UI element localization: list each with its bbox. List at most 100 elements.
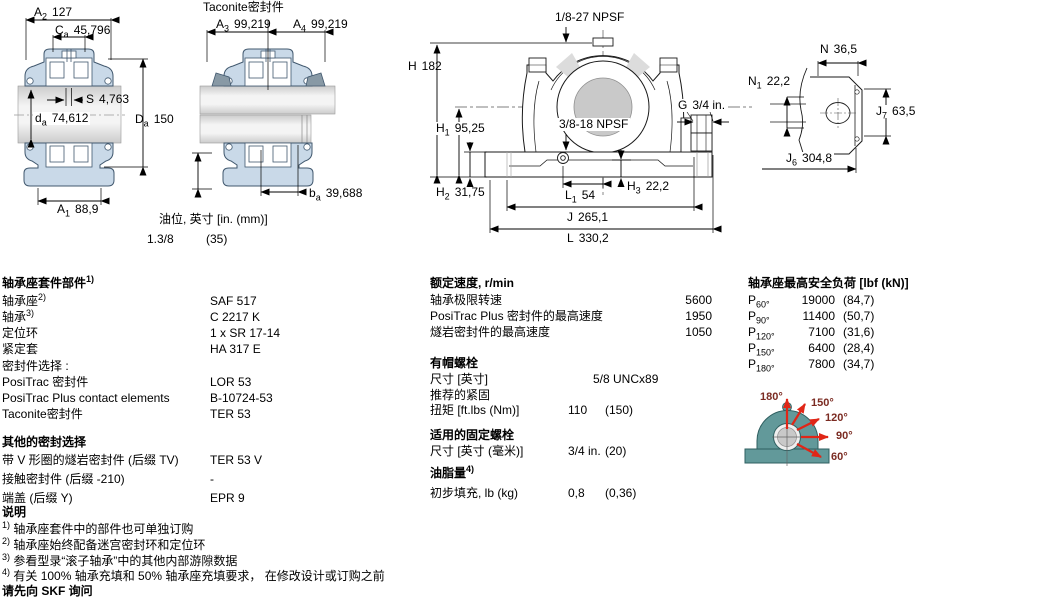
load-row-value: 6400 [808,341,835,355]
note-item: 2) 轴承座始终配备迷宫密封环和定位环 [2,536,206,552]
load-row-kn: (84,7) [843,293,875,307]
table-row-label: 初步填充, lb (kg) [430,486,519,500]
load-row-kn: (50,7) [843,309,875,323]
table-row-label: 轴承3) [2,308,35,324]
table-row-value: B-10724-53 [210,391,273,405]
angle-label-120: 120° [825,412,848,424]
table-row-label: PosiTrac 密封件 [2,375,89,389]
table-row-value: EPR 9 [210,491,245,505]
table-row-label: 轴承座2) [2,292,47,308]
load-row-label: P60° [748,293,770,310]
other-seals-header: 其他的密封选择 [2,435,87,449]
attach-bolts-header: 适用的固定螺栓 [430,428,515,442]
note-item: 3) 参看型录“滚子轴承”中的其他内部游隙数据 [2,552,238,568]
load-row-kn: (34,7) [843,357,875,371]
load-row-value: 7800 [808,357,835,371]
table-row-label: 紧定套 [2,342,39,356]
table-row-value: TER 53 [210,407,251,421]
load-row-kn: (28,4) [843,341,875,355]
table-row-label: Taconite密封件 [2,407,83,421]
table-row-value: (150) [605,403,634,417]
table-row-value: 1950 [685,309,712,323]
angle-label-60: 60° [831,451,848,463]
drawing-taconite-section-view [192,20,336,198]
load-row-label: P180° [748,357,775,374]
taconite-seal-title: Taconite密封件 [203,0,284,14]
npsf-top-label: 1/8-27 NPSF [555,10,625,24]
table-row-value: TER 53 V [210,453,263,467]
load-row-kn: (31,6) [843,325,875,339]
npsf-mid-label: 3/8-18 NPSF [557,117,631,131]
cap-bolts-header: 有帽螺栓 [430,356,479,370]
notes-header: 说明 [2,505,27,519]
table-row-value: HA 317 E [210,342,261,356]
table-row-label: 接触密封件 (后缀 -210) [2,472,125,486]
table-row-label: 带 V 形圈的燧岩密封件 (后缀 TV) [2,453,179,467]
table-row-value: SAF 517 [210,294,257,308]
angle-label-180: 180° [760,391,783,403]
table-row-value: 1 x SR 17-14 [210,326,281,340]
housing-parts-header: 轴承座套件部件1) [2,274,95,290]
load-row-label: P150° [748,341,775,358]
table-row-value: 110 [568,403,588,417]
table-row-label: 尺寸 [英寸 (毫米)] [430,444,524,458]
table-row-label: 端盖 (后缀 Y) [2,491,73,505]
table-row-value: C 2217 K [210,310,261,324]
table-row-value: 0,8 [568,486,585,500]
oil-level-mm: (35) [206,232,228,246]
load-row-label: P90° [748,309,770,326]
table-row-label: 扭矩 [ft.lbs (Nm)] [430,403,520,417]
seal-choice-header: 密封件选择 : [2,359,69,373]
oil-level-label: 油位, 英寸 [in. (mm)] [159,212,268,226]
table-row-label: PosiTrac Plus 密封件的最高速度 [430,309,603,323]
note-item: 4) 有关 100% 轴承充填和 50% 轴承座充填要求， 在修改设计或订购之前 [2,567,385,583]
grease-header: 油脂量4) [430,464,475,480]
table-row-value: (20) [605,444,627,458]
loads-header: 轴承座最高安全负荷 [lbf (kN)] [748,276,909,290]
angle-label-150: 150° [811,397,834,409]
load-row-value: 19000 [801,293,835,307]
table-row-value: 5/8 UNCx89 [593,372,659,386]
table-row-value: (0,36) [605,486,637,500]
notes-footer: 请先向 SKF 询问 [2,584,93,598]
table-row-label: 定位环 [2,326,39,340]
table-row-label: 推荐的紧固 [430,388,491,402]
table-row-value: - [210,472,214,486]
table-row-value: 3/4 in. [568,444,601,458]
table-row-label: 燧岩密封件的最高速度 [430,325,551,339]
table-row-label: PosiTrac Plus contact elements [2,391,170,405]
angle-label-90: 90° [836,430,853,442]
oil-level-in: 1.3/8 [147,232,174,246]
load-row-label: P120° [748,325,775,342]
load-direction-diagram [744,398,830,466]
load-row-value: 7100 [808,325,835,339]
table-row-label: 轴承极限转速 [430,293,503,307]
drawing-side-view [762,59,891,173]
speeds-header: 额定速度, r/min [430,276,515,290]
load-row-value: 11400 [802,309,835,323]
note-item: 1) 轴承座套件中的部件也可单独订购 [2,520,194,536]
table-row-label: 尺寸 [英寸] [430,372,489,386]
